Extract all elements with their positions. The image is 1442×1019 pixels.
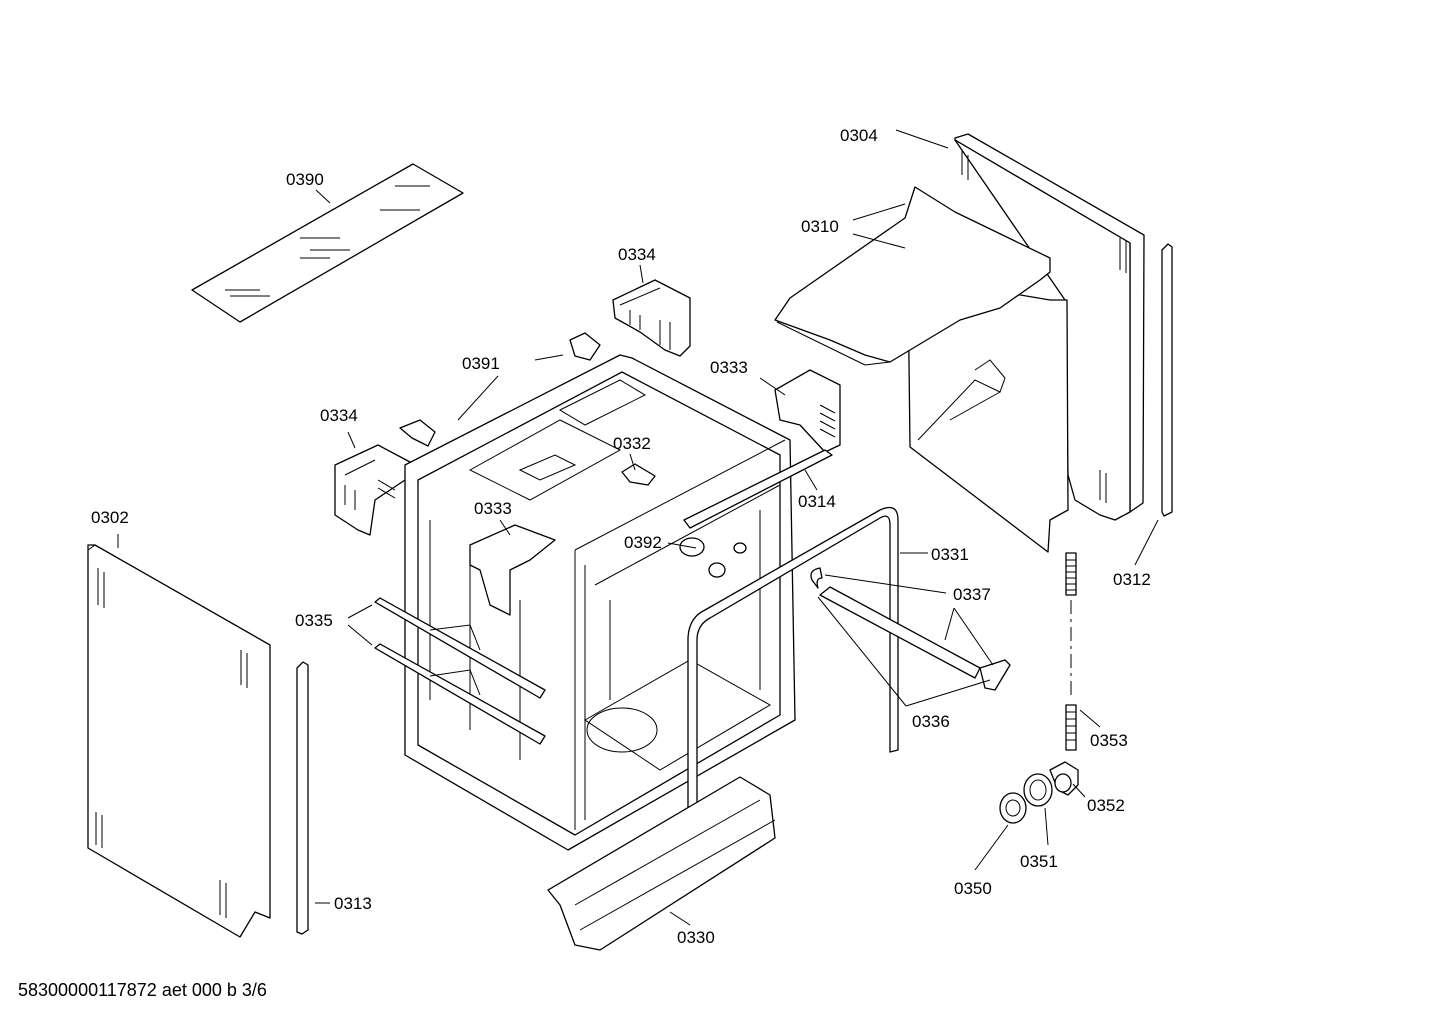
label-0392: 0392 xyxy=(624,533,662,552)
label-0337: 0337 xyxy=(953,585,991,604)
label-0302: 0302 xyxy=(91,508,129,527)
part-0333-clip-tub xyxy=(469,524,556,616)
drawing-reference-footer: 58300000117872 aet 000 b 3/6 xyxy=(18,980,267,1000)
label-0353: 0353 xyxy=(1090,731,1128,750)
part-0312-side-strip xyxy=(1161,243,1173,517)
part-0391-bracket-small xyxy=(399,332,601,447)
label-0352: 0352 xyxy=(1087,796,1125,815)
part-0352-elbow xyxy=(1049,761,1079,796)
part-0392-grommets xyxy=(679,537,747,578)
part-0351-ring xyxy=(1023,773,1053,807)
part-0335-rails xyxy=(374,597,546,745)
label-0304: 0304 xyxy=(840,126,878,145)
label-0330: 0330 xyxy=(677,928,715,947)
part-labels: 0390 0334 0391 0333 0334 0332 0304 0310 … xyxy=(91,126,1151,947)
label-0331: 0331 xyxy=(931,545,969,564)
label-0391: 0391 xyxy=(462,354,500,373)
label-0334-left: 0334 xyxy=(320,406,358,425)
label-0332: 0332 xyxy=(613,434,651,453)
label-0310: 0310 xyxy=(801,217,839,236)
part-0313-side-strip xyxy=(296,661,309,935)
part-0334-bracket-left xyxy=(334,444,411,536)
part-0302-side-panel xyxy=(87,544,271,938)
label-0336: 0336 xyxy=(912,712,950,731)
part-0332-clip xyxy=(621,463,656,486)
label-0334-upper: 0334 xyxy=(618,245,656,264)
part-0350-cap xyxy=(999,792,1027,824)
label-0333-tub: 0333 xyxy=(474,499,512,518)
label-0335: 0335 xyxy=(295,611,333,630)
part-0314-rail xyxy=(683,449,833,529)
part-0331-door-seal xyxy=(687,506,899,867)
part-0333-clip-upper xyxy=(774,369,841,453)
part-0310-shield-plate xyxy=(774,186,1069,553)
part-0330-base-plinth xyxy=(547,776,776,951)
part-0353-hose xyxy=(1065,552,1077,751)
label-0333-upper: 0333 xyxy=(710,358,748,377)
label-0390: 0390 xyxy=(286,170,324,189)
label-0312: 0312 xyxy=(1113,570,1151,589)
part-0390-cover-sheet xyxy=(191,163,464,323)
label-0350: 0350 xyxy=(954,879,992,898)
label-0313: 0313 xyxy=(334,894,372,913)
leader-lines xyxy=(117,129,1159,926)
label-0351: 0351 xyxy=(1020,852,1058,871)
label-0314: 0314 xyxy=(798,492,836,511)
part-0336-bar xyxy=(810,567,1011,691)
part-0334-bracket-upper xyxy=(612,279,691,357)
